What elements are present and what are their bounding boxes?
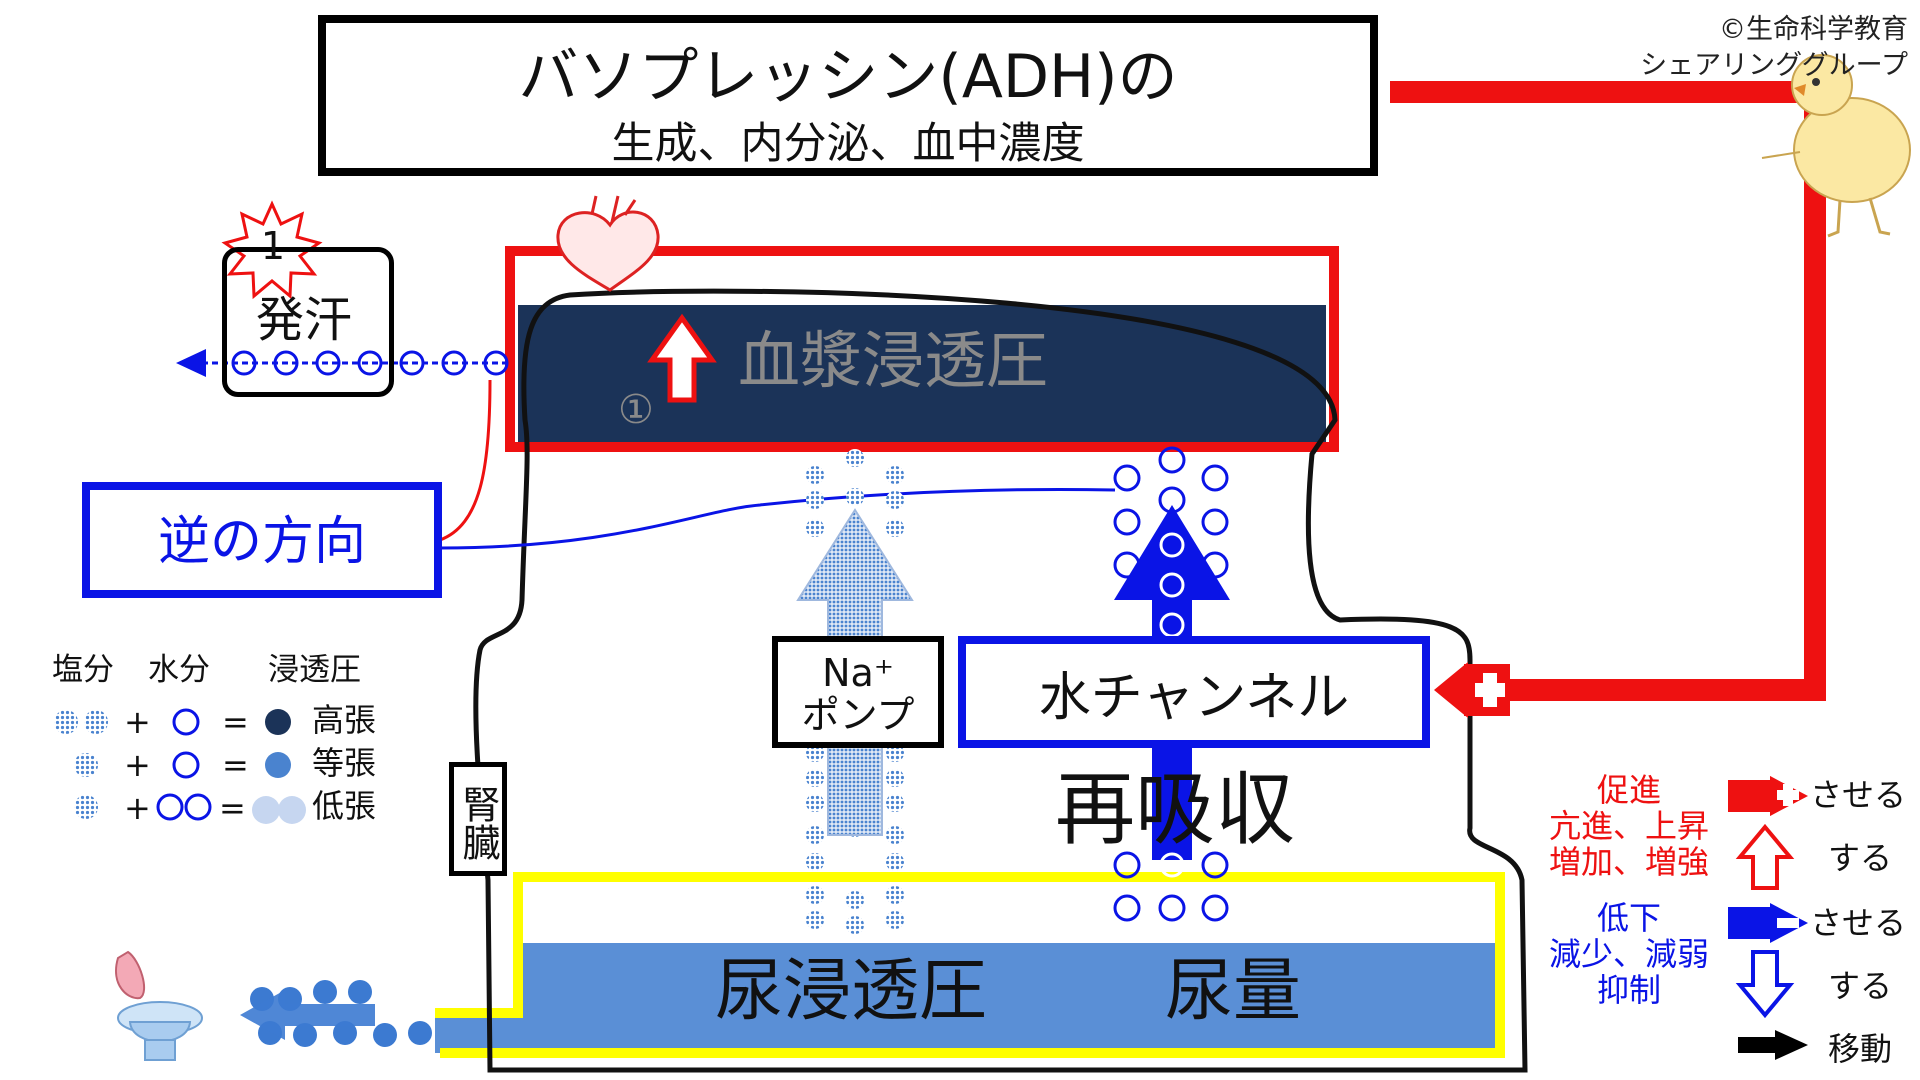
key-arrows — [1728, 776, 1808, 1060]
key-increase-1: 亢進、上昇 — [1548, 807, 1709, 845]
reverse-direction-box: 逆の方向 — [82, 482, 442, 598]
sweat-flow-arrowhead — [176, 349, 206, 377]
legend-row1-result: 高張 — [312, 701, 377, 739]
reverse-connector-red — [439, 379, 492, 542]
reverse-connector-blue — [439, 488, 1116, 550]
legend-header-osmotic: 浸透圧 — [268, 652, 361, 688]
copyright-text: ©生命科学教育 — [1719, 14, 1908, 45]
legend-symbols — [54, 708, 306, 824]
legend-row2-result: 等張 — [312, 744, 377, 782]
water-channel-label: 水チャンネル — [1038, 668, 1350, 728]
na-pump-line1: Na⁺ — [822, 651, 894, 695]
heart-icon — [556, 195, 660, 292]
key-promote: 促進 — [1596, 771, 1661, 809]
toilet-icon — [115, 950, 203, 1061]
key-move: 移動 — [1828, 1030, 1893, 1068]
legend-header-water: 水分 — [148, 652, 210, 688]
title-line2: 生成、内分泌、血中濃度 — [611, 119, 1085, 169]
key-decrease-1: 減少、減弱 — [1548, 935, 1709, 973]
title-line1: バソプレッシン(ADH)の — [518, 42, 1178, 112]
kidney-label: 腎臓 — [456, 785, 500, 861]
key-do-red: する — [1828, 839, 1893, 877]
na-pump-line2: ポンプ — [801, 693, 915, 737]
key-cause-blue: させる — [1810, 904, 1907, 942]
na-pump-box: Na⁺ ポンプ — [772, 636, 944, 748]
legend-row1-plus: + — [124, 703, 151, 741]
adh-pathway-line — [1390, 81, 1826, 701]
plasma-up-arrow — [647, 313, 717, 403]
plus-icon — [1475, 673, 1505, 707]
urine-channel — [435, 1018, 527, 1053]
urine-area — [523, 943, 1495, 1053]
blood-plasma-marker: ① — [618, 387, 654, 433]
sweat-box — [222, 247, 394, 397]
sweat-label: 発汗 — [256, 292, 353, 348]
chick-icon — [1761, 54, 1911, 238]
legend-row1-equals: = — [222, 703, 249, 741]
legend-row3-plus: + — [124, 789, 151, 827]
key-increase-2: 増加、増強 — [1548, 843, 1709, 881]
title-box: バソプレッシン(ADH)の 生成、内分泌、血中濃度 — [318, 15, 1378, 176]
blood-plasma-label: 血漿浸透圧 — [738, 324, 1049, 397]
urine-outflow — [250, 980, 432, 1047]
reabsorption-label: 再吸収 — [1055, 763, 1295, 856]
sweat-water-circles — [231, 350, 509, 376]
legend-row3-result: 低張 — [312, 787, 377, 825]
urine-osmotic-label: 尿浸透圧 — [715, 952, 988, 1031]
key-do-blue: する — [1828, 967, 1893, 1005]
legend-row3-equals: = — [219, 789, 246, 827]
legend-row2-plus: + — [124, 746, 151, 784]
key-decrease-word: 低下 — [1596, 899, 1661, 937]
blood-vessel-frame — [505, 246, 1339, 452]
key-cause-red: させる — [1810, 776, 1907, 814]
reverse-direction-label: 逆の方向 — [157, 512, 366, 572]
urine-frame — [435, 872, 1505, 1058]
sweat-badge: 1 — [260, 224, 286, 268]
urine-volume-label: 尿量 — [1165, 952, 1302, 1031]
urine-outflow-arrow — [240, 990, 375, 1040]
key-decrease-2: 抑制 — [1596, 971, 1661, 1009]
adh-plus-arrow — [1434, 662, 1468, 718]
kidney-label-box: 腎臓 — [449, 762, 507, 876]
legend-row2-equals: = — [222, 746, 249, 784]
water-channel-box: 水チャンネル — [958, 636, 1430, 748]
legend-header-salt: 塩分 — [52, 652, 114, 688]
kidney-outline — [473, 288, 1528, 1073]
group-name: シェアリンググループ — [1640, 50, 1908, 81]
